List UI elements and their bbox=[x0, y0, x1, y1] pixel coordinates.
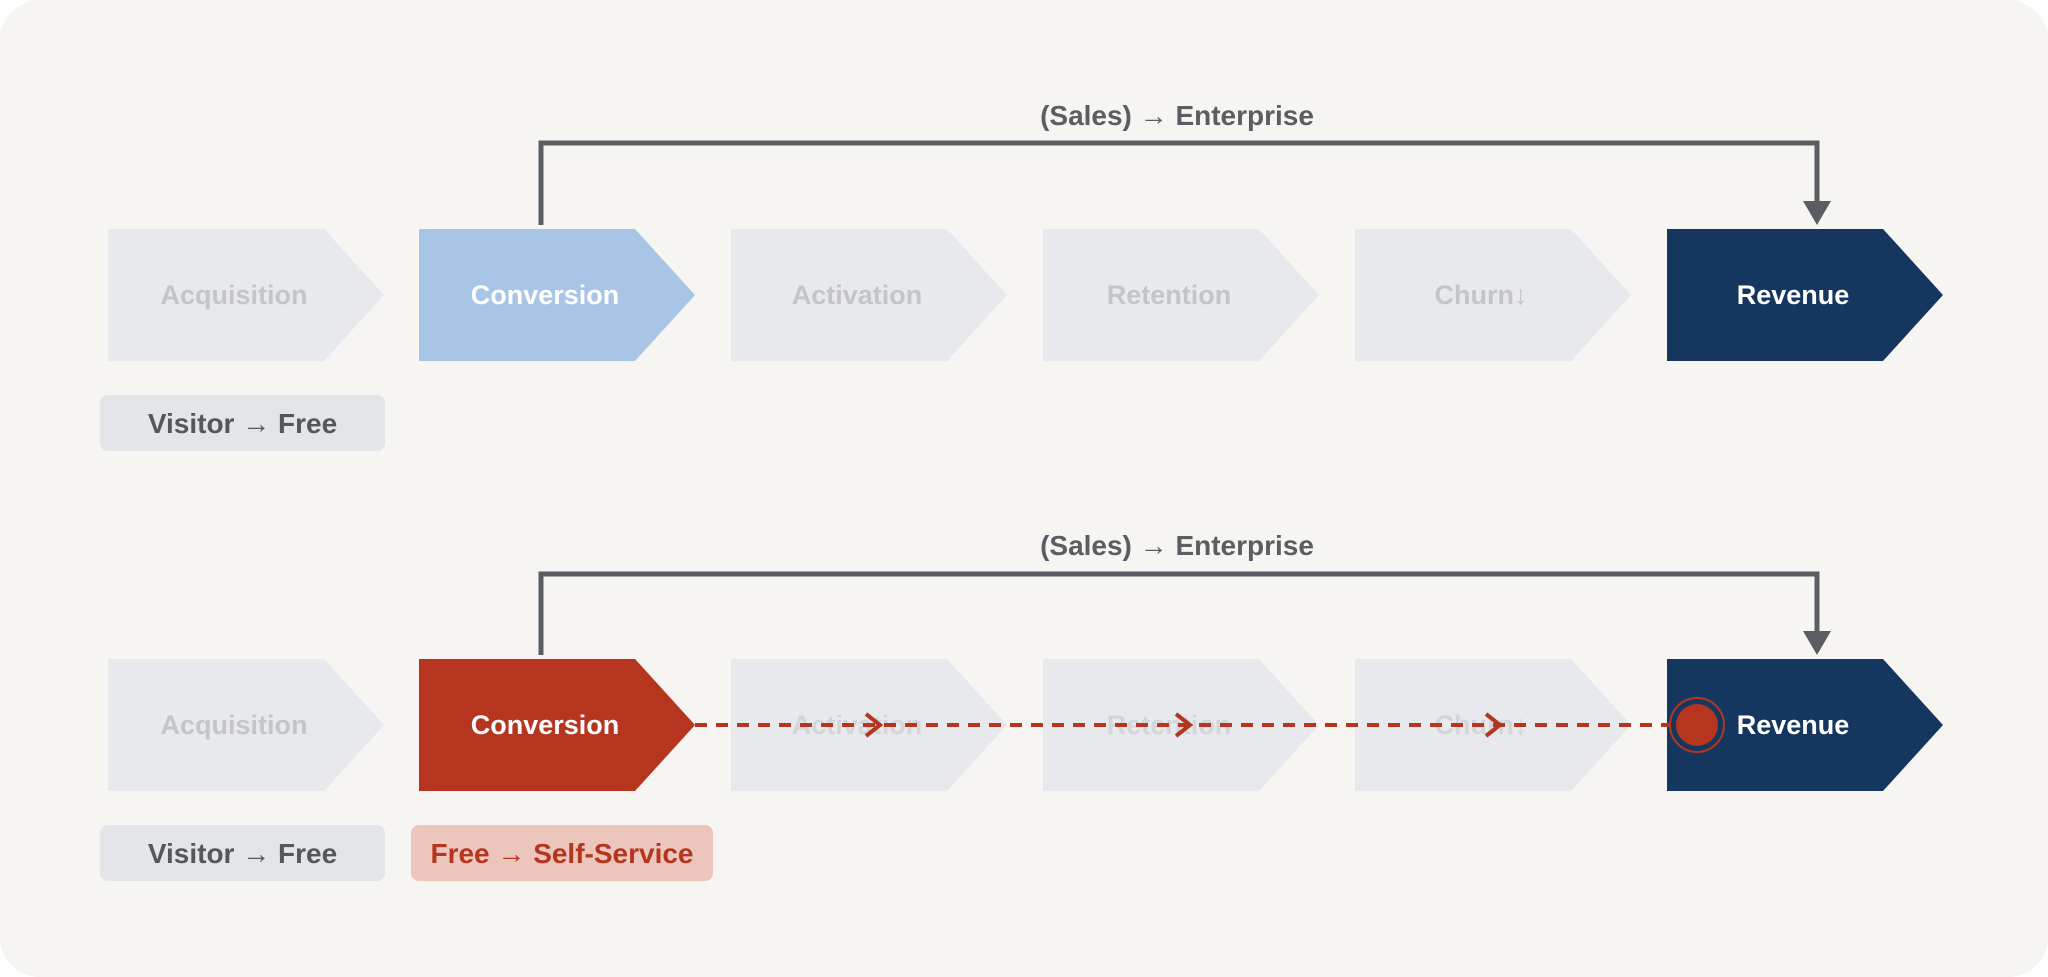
path-arrow-icon bbox=[864, 712, 884, 738]
stage-revenue: Revenue bbox=[1667, 229, 1943, 361]
bracket-label: (Sales) → Enterprise bbox=[1040, 100, 1314, 131]
tag-label: Free → Self-Service bbox=[430, 838, 693, 869]
stage-label: Conversion bbox=[471, 710, 620, 740]
tag-visitor-free: Visitor → Free bbox=[100, 395, 385, 451]
path-arrow-icon bbox=[1174, 712, 1194, 738]
stage-shape bbox=[1667, 229, 1943, 361]
tag-background bbox=[411, 825, 713, 881]
funnel-row-top: Acquisition Conversion Activation Retention… bbox=[100, 100, 1943, 451]
self-service-path bbox=[695, 697, 1725, 753]
stage-label: Activation bbox=[792, 280, 923, 310]
enterprise-bracket: (Sales) → Enterprise bbox=[538, 530, 1831, 655]
bracket-label: (Sales) → Enterprise bbox=[1040, 530, 1314, 561]
stage-shape bbox=[731, 229, 1007, 361]
stage-label: Activation bbox=[792, 710, 923, 740]
stage-label: Revenue bbox=[1737, 280, 1850, 310]
tag-label: Visitor → Free bbox=[148, 838, 337, 869]
tag-label: Visitor → Free bbox=[148, 408, 337, 439]
path-arrow-icon bbox=[1484, 712, 1504, 738]
tag-background bbox=[100, 825, 385, 881]
bracket-line bbox=[538, 140, 1820, 225]
tag-background bbox=[100, 395, 385, 451]
stage-label: Acquisition bbox=[161, 280, 308, 310]
stage-shape bbox=[419, 229, 695, 361]
enterprise-bracket: (Sales) → Enterprise bbox=[538, 100, 1831, 225]
stage-conversion: Conversion bbox=[419, 659, 695, 791]
stage-shape bbox=[419, 659, 695, 791]
tag-free-self-service: Free → Self-Service bbox=[411, 825, 713, 881]
stage-label: Conversion bbox=[471, 280, 620, 310]
stage-label: Retention bbox=[1107, 280, 1232, 310]
stage-acquisition: Acquisition bbox=[108, 229, 384, 361]
stage-activation: Activation bbox=[731, 229, 1007, 361]
stage-shape bbox=[108, 229, 384, 361]
target-dot-icon bbox=[1676, 704, 1718, 746]
stage-label: Revenue bbox=[1737, 710, 1850, 740]
stage-shape bbox=[1667, 659, 1943, 791]
arrow-down-icon bbox=[1803, 631, 1831, 655]
stage-acquisition: Acquisition bbox=[108, 659, 384, 791]
stage-shape bbox=[1355, 229, 1631, 361]
stage-shape bbox=[1043, 229, 1319, 361]
arrow-down-icon bbox=[1803, 201, 1831, 225]
stage-shape bbox=[108, 659, 384, 791]
stage-churn: Churn↓ bbox=[1355, 229, 1631, 361]
stage-conversion: Conversion bbox=[419, 229, 695, 361]
stage-label: Churn↓ bbox=[1435, 280, 1528, 310]
stage-retention: Retention bbox=[1043, 229, 1319, 361]
bracket-line bbox=[538, 571, 1820, 655]
target-ring-icon bbox=[1669, 697, 1725, 753]
stage-revenue: Revenue bbox=[1667, 659, 1943, 791]
stage-label: Acquisition bbox=[161, 710, 308, 740]
tag-visitor-free: Visitor → Free bbox=[100, 825, 385, 881]
